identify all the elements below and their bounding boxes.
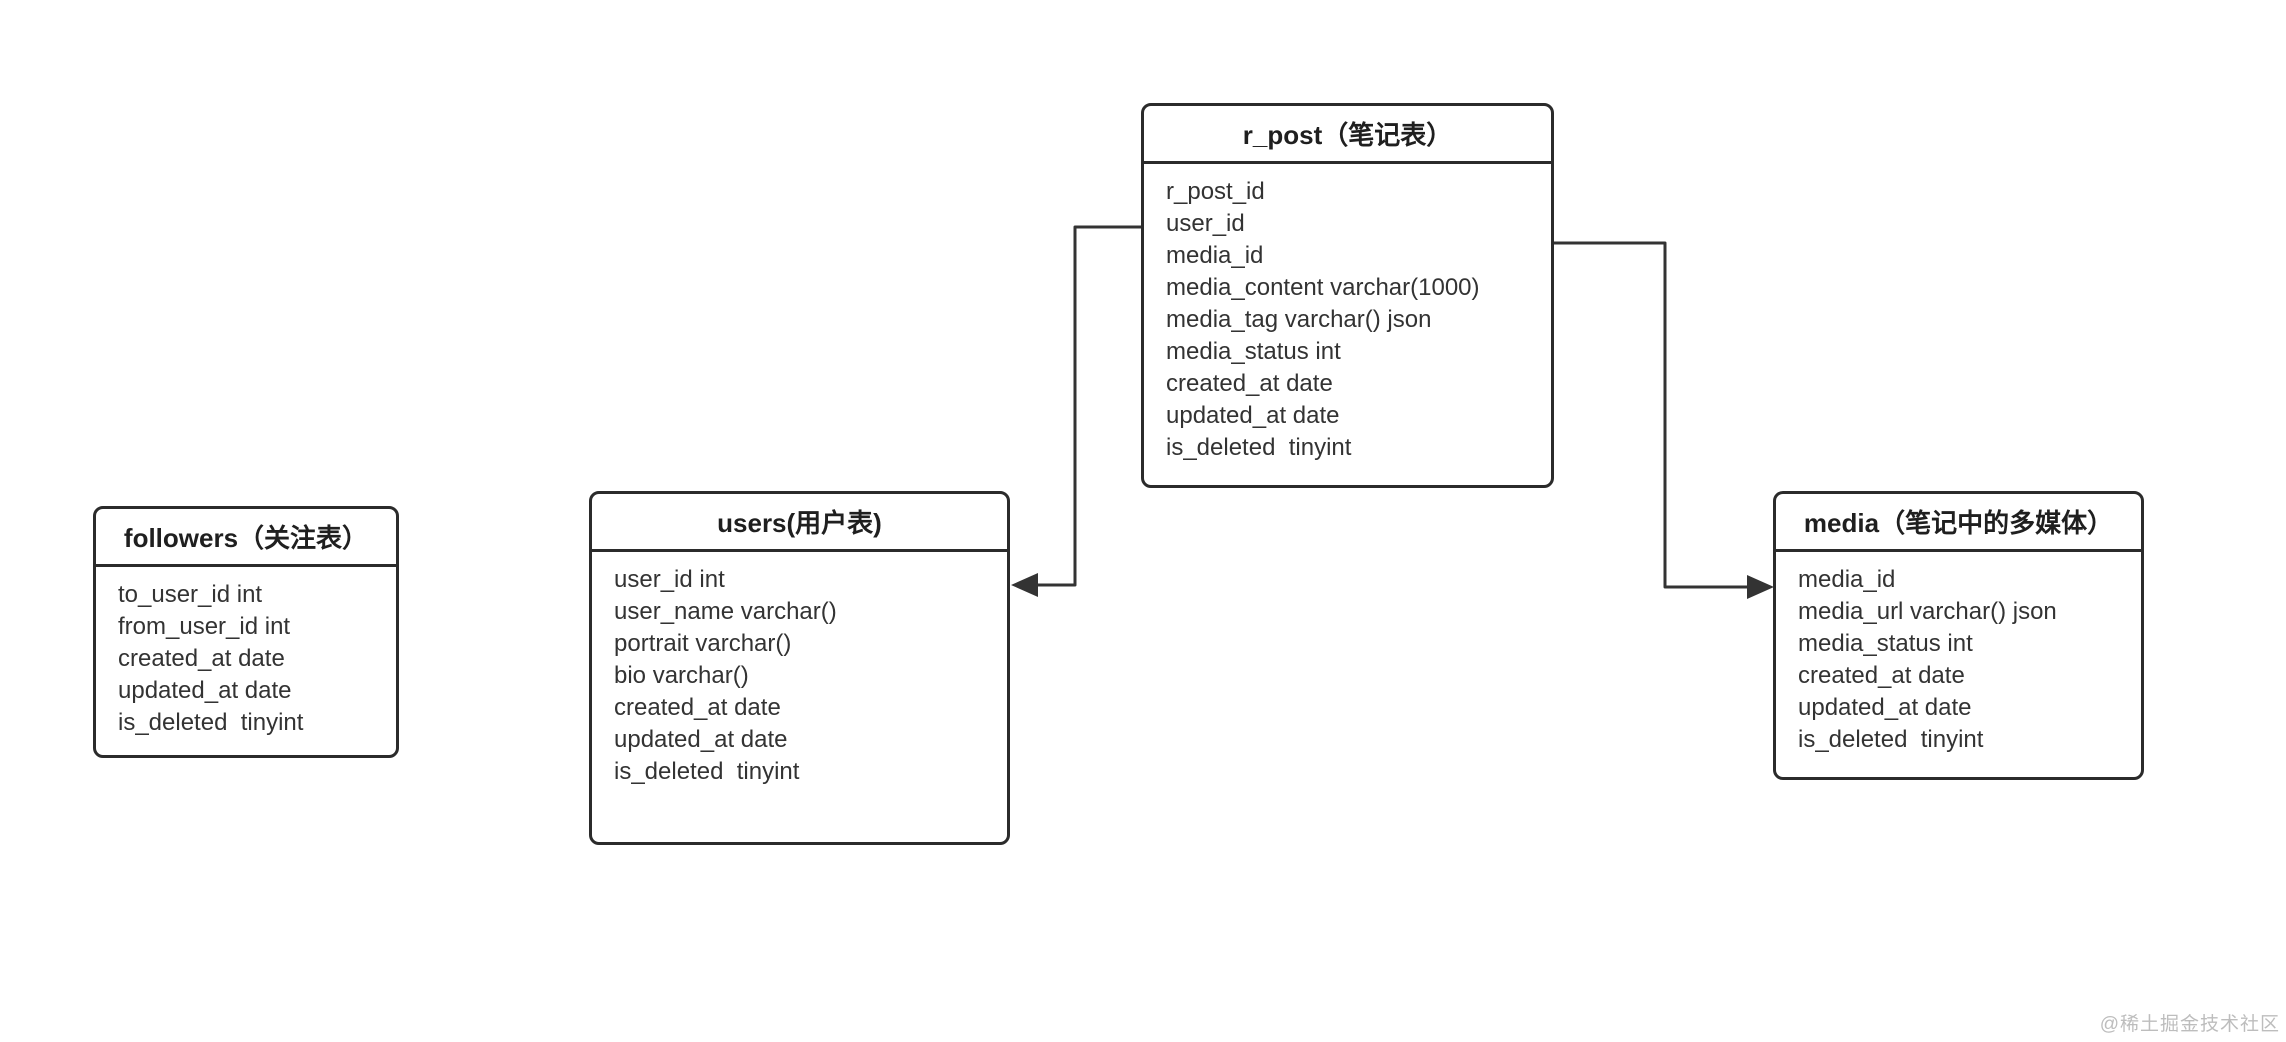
- entity-table-followers[interactable]: followers（关注表） to_user_id int from_user_i…: [93, 506, 399, 758]
- arrowhead-into-media-icon: [1747, 575, 1774, 599]
- field-row: created_at date: [1166, 370, 1333, 397]
- field-row: media_status int: [1798, 630, 1973, 657]
- table-title-r-post: r_post（笔记表）: [1242, 120, 1453, 150]
- field-row: user_name varchar(): [614, 598, 837, 625]
- field-row: media_url varchar() json: [1798, 598, 2057, 625]
- field-row: is_deleted tinyint: [1798, 726, 1984, 753]
- table-header-followers: followers（关注表）: [96, 509, 396, 567]
- table-header-users: users(用户表): [592, 494, 1007, 552]
- table-fields-media: media_id media_url varchar() json media_st…: [1776, 552, 2141, 756]
- field-row: is_deleted tinyint: [614, 758, 800, 785]
- field-row: media_tag varchar() json: [1166, 306, 1432, 333]
- field-row: is_deleted tinyint: [118, 709, 304, 736]
- field-row: from_user_id int: [118, 613, 291, 640]
- field-row: created_at date: [118, 645, 285, 672]
- field-row: media_status int: [1166, 338, 1341, 365]
- entity-table-media[interactable]: media（笔记中的多媒体） media_id media_url varchar…: [1773, 491, 2144, 780]
- table-title-followers: followers（关注表）: [123, 523, 369, 553]
- field-row: user_id: [1166, 210, 1245, 237]
- table-title-media: media（笔记中的多媒体）: [1803, 508, 2114, 538]
- field-row: updated_at date: [118, 677, 292, 704]
- table-header-media: media（笔记中的多媒体）: [1776, 494, 2141, 552]
- table-fields-followers: to_user_id int from_user_id int created_at…: [96, 567, 396, 739]
- table-title-users: users(用户表): [717, 508, 882, 538]
- entity-table-users[interactable]: users(用户表) user_id int user_name varchar(…: [589, 491, 1010, 845]
- connector-r-post-to-users: [1037, 225, 1143, 587]
- field-row: r_post_id: [1166, 178, 1265, 205]
- field-row: is_deleted tinyint: [1166, 434, 1352, 461]
- table-fields-users: user_id int user_name varchar() portrait v…: [592, 552, 1007, 788]
- field-row: updated_at date: [614, 726, 788, 753]
- connector-r-post-to-media: [1552, 241, 1748, 589]
- table-header-r-post: r_post（笔记表）: [1144, 106, 1551, 164]
- field-row: user_id int: [614, 566, 725, 593]
- field-row: to_user_id int: [118, 581, 263, 608]
- field-row: portrait varchar(): [614, 630, 792, 657]
- field-row: media_id: [1798, 566, 1896, 593]
- field-row: media_content varchar(1000): [1166, 274, 1480, 301]
- field-row: bio varchar(): [614, 662, 749, 689]
- arrowhead-into-users-icon: [1011, 573, 1038, 597]
- field-row: created_at date: [614, 694, 781, 721]
- field-row: updated_at date: [1166, 402, 1340, 429]
- table-fields-r-post: r_post_id user_id media_id media_content va…: [1144, 164, 1551, 464]
- field-row: updated_at date: [1798, 694, 1972, 721]
- field-row: media_id: [1166, 242, 1264, 269]
- watermark: @稀土掘金技术社区: [2099, 1014, 2280, 1035]
- field-row: created_at date: [1798, 662, 1965, 689]
